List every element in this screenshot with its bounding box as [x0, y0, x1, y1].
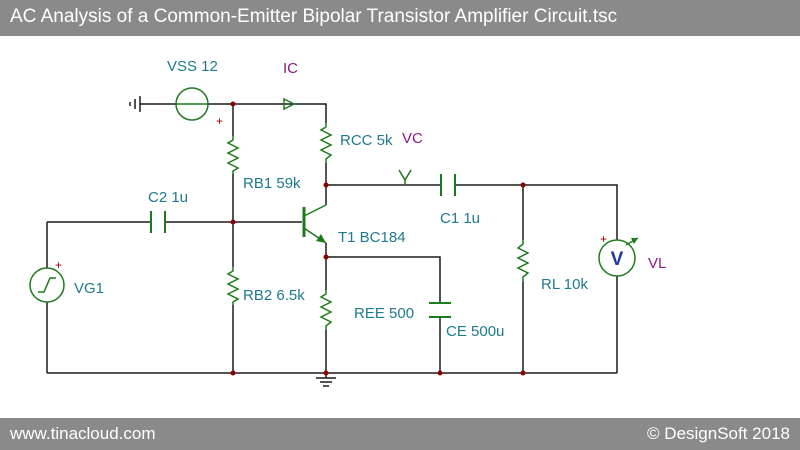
ic-probe-arrow[interactable]: [283, 97, 296, 111]
junction-nodes: [230, 101, 526, 376]
vg1-label: VG1: [74, 280, 104, 297]
rcc-label: RCC 5k: [340, 132, 393, 149]
vss-label: VSS 12: [167, 58, 218, 75]
vg1-generator[interactable]: [29, 267, 65, 303]
vl-plus-sign: +: [600, 232, 607, 246]
ce-label: CE 500u: [446, 323, 504, 340]
rl-label: RL 10k: [541, 276, 588, 293]
c1-capacitor[interactable]: [440, 174, 456, 196]
rb1-label: RB1 59k: [243, 175, 301, 192]
c1-label: C1 1u: [440, 210, 480, 227]
c2-capacitor[interactable]: [150, 211, 166, 233]
vg1-plus-sign: +: [55, 258, 62, 272]
footer-bar: www.tinacloud.com © DesignSoft 2018: [0, 418, 800, 450]
vc-probe[interactable]: [398, 169, 412, 185]
c2-label: C2 1u: [148, 189, 188, 206]
voltmeter-symbol: V: [611, 249, 624, 270]
rb2-label: RB2 6.5k: [243, 287, 305, 304]
title-bar: AC Analysis of a Common-Emitter Bipolar …: [0, 0, 800, 36]
t1-transistor[interactable]: [302, 204, 327, 244]
vl-voltmeter[interactable]: [598, 237, 639, 277]
ree-resistor[interactable]: [319, 290, 333, 330]
ground-main: [316, 377, 336, 387]
vl-probe-label: VL: [648, 255, 666, 272]
ce-capacitor[interactable]: [429, 302, 451, 318]
t1-label: T1 BC184: [338, 229, 406, 246]
copyright-text: © DesignSoft 2018: [647, 424, 790, 443]
window-title: AC Analysis of a Common-Emitter Bipolar …: [10, 6, 618, 27]
wires: [46, 103, 618, 378]
vss-source[interactable]: [175, 87, 209, 121]
vss-plus-sign: +: [216, 114, 223, 128]
ree-label: REE 500: [354, 305, 414, 322]
rb1-resistor[interactable]: [226, 136, 240, 174]
rb2-resistor[interactable]: [226, 267, 240, 305]
vc-probe-label: VC: [402, 130, 423, 147]
rl-resistor[interactable]: [516, 240, 530, 282]
rcc-resistor[interactable]: [319, 123, 333, 163]
website-link[interactable]: www.tinacloud.com: [10, 424, 156, 443]
ic-probe-label: IC: [283, 60, 298, 77]
ground-vss: [129, 96, 141, 112]
